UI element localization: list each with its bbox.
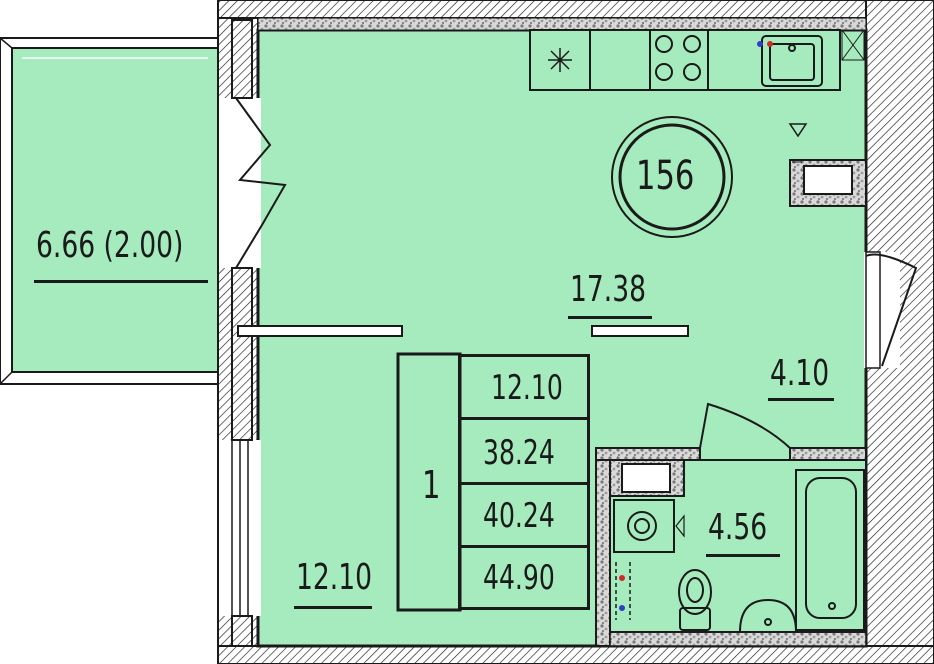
- partition-wall-right: [591, 325, 689, 337]
- vent-shaft: [789, 159, 867, 207]
- ventilation-icon: [841, 29, 865, 61]
- hall-area-underline: [768, 398, 834, 401]
- summary-value-2: 38.24: [483, 433, 555, 473]
- summary-value-3: 40.24: [483, 496, 555, 536]
- bathroom-door: [699, 402, 791, 449]
- stove-icon: [548, 48, 572, 72]
- bathroom-area-underline: [706, 554, 780, 557]
- toilet-icon: [678, 569, 712, 631]
- summary-value-1: 12.10: [491, 368, 563, 408]
- washbasin-icon: [738, 598, 798, 633]
- hall-area-label: 4.10: [770, 353, 830, 394]
- summary-cell-1: 12.10: [458, 354, 590, 420]
- apartment-number: 156: [636, 153, 695, 199]
- hob-icon: [655, 35, 701, 81]
- entrance-door: [865, 253, 918, 367]
- bathroom-area-label: 4.56: [708, 507, 768, 548]
- balcony-fill: [12, 48, 218, 372]
- room-area-label: 12.10: [296, 557, 373, 598]
- balcony-area-underline: [34, 280, 208, 283]
- summary-cell-4: 44.90: [458, 545, 590, 610]
- washing-machine-icon: [613, 499, 685, 553]
- summary-cell-3: 40.24: [458, 482, 590, 548]
- ventilation-arrow-icon: [788, 123, 808, 138]
- balcony-door: [235, 97, 287, 269]
- bathroom-pipes: [615, 562, 631, 620]
- summary-value-4: 44.90: [483, 558, 555, 598]
- kitchen-sink-icon: [761, 35, 823, 87]
- balcony-area-label: 6.66 (2.00): [36, 225, 184, 266]
- bathroom-shaft: [609, 459, 685, 497]
- room-area-underline: [294, 606, 372, 609]
- apartment-number-badge: [611, 116, 733, 238]
- kitchen-living-area-label: 17.38: [570, 269, 647, 310]
- partition-wall: [237, 325, 403, 337]
- bathtub-icon: [795, 469, 865, 631]
- water-supply-icon: [757, 41, 773, 47]
- rooms-count: 1: [422, 463, 441, 507]
- balcony: [0, 37, 219, 385]
- summary-cell-2: 38.24: [458, 417, 590, 485]
- kitchen-living-area-underline: [568, 316, 652, 319]
